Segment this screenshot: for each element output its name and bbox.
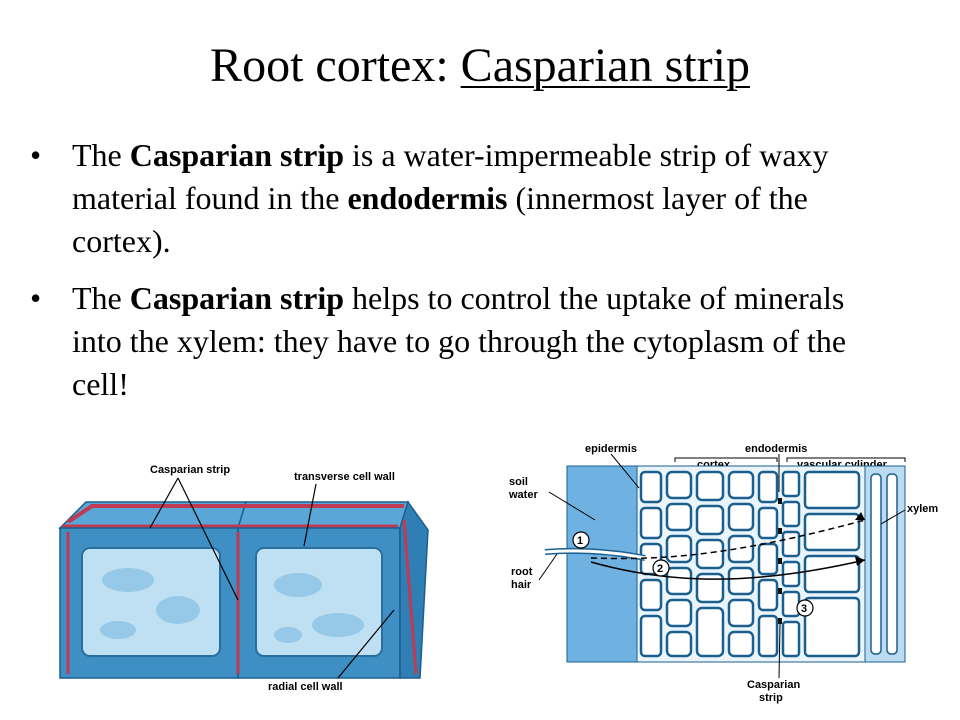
title-prefix: Root cortex:	[210, 39, 461, 92]
svg-text:3: 3	[801, 603, 807, 615]
label-transverse-wall: transverse cell wall	[294, 471, 395, 483]
bullet-1-text-a: The	[72, 137, 130, 173]
root-pathway-figure: epidermis endodermis cortex vascular cyl…	[508, 443, 938, 704]
cell-1-cytoplasm	[81, 547, 221, 657]
bracket-cortex	[674, 457, 778, 462]
pathway-arrow-apoplast	[590, 519, 866, 560]
label-casparian: Casparian	[747, 679, 800, 691]
pointer-soil	[548, 491, 596, 521]
pointer-transverse	[303, 483, 317, 547]
arrow-head-2	[855, 556, 865, 566]
casparian-strip-markers	[778, 498, 782, 624]
pointer-casparian-1	[149, 477, 179, 529]
cell-2-cytoplasm	[255, 547, 383, 657]
soil-water-region	[566, 465, 638, 663]
title-underlined: Casparian strip	[460, 39, 750, 92]
xylem-vessels	[870, 473, 898, 655]
pathway-arrow-symplast	[590, 559, 866, 580]
step-marker-3: 3	[796, 599, 814, 617]
arrow-head-1	[855, 512, 865, 520]
pointer-radial	[337, 609, 395, 679]
bullet-item-2: • The Casparian strip helps to control th…	[30, 277, 860, 406]
label-endodermis: endodermis	[745, 443, 807, 455]
slide-title: Root cortex: Casparian strip	[0, 42, 960, 90]
label-strip: strip	[759, 692, 783, 704]
root-hair-inner	[544, 549, 646, 560]
svg-text:1: 1	[577, 535, 583, 547]
pointer-casparian-2	[177, 477, 239, 601]
bullet-dot-icon: •	[30, 280, 42, 316]
bullet-1-text-b: is a water-impermeable strip of waxy mat…	[72, 137, 829, 216]
bullet-1-bold-a: Casparian strip	[129, 137, 344, 173]
label-hair: hair	[511, 579, 532, 591]
label-xylem: xylem	[907, 503, 938, 515]
label-radial-wall: radial cell wall	[268, 681, 343, 693]
cytoplasm-texture	[100, 568, 364, 643]
label-epidermis: epidermis	[585, 443, 637, 455]
bullet-2-text-a: The	[72, 280, 130, 316]
bullet-dot-icon: •	[30, 137, 42, 173]
bullet-1-text-c: (innermost layer of the cortex).	[72, 180, 808, 259]
label-root: root	[511, 566, 533, 578]
bullet-list: • The Casparian strip is a water-impermea…	[30, 134, 860, 420]
bullet-2-text-b: helps to control the uptake of minerals …	[72, 280, 847, 402]
label-water: water	[508, 489, 538, 501]
pointer-root-hair	[538, 553, 558, 581]
bracket-vascular	[786, 457, 906, 462]
bullet-2-bold-a: Casparian strip	[129, 280, 344, 316]
casparian-cells-figure: Casparian strip transverse cell wall rad…	[58, 464, 429, 693]
pointer-epidermis	[610, 453, 640, 489]
strip-right	[402, 519, 418, 675]
pointer-xylem	[880, 509, 906, 525]
label-soil: soil	[509, 476, 528, 488]
bullet-item-1: • The Casparian strip is a water-impermea…	[30, 134, 860, 263]
step-marker-1: 1	[572, 531, 590, 549]
label-casparian-strip: Casparian strip	[150, 464, 230, 476]
cortex-cell-grid	[639, 470, 861, 658]
pointer-casparian	[778, 623, 781, 679]
step-marker-2: 2	[652, 559, 670, 577]
svg-text:2: 2	[657, 563, 663, 575]
strip-top	[66, 504, 404, 524]
bullet-1-bold-b: endodermis	[347, 180, 508, 216]
